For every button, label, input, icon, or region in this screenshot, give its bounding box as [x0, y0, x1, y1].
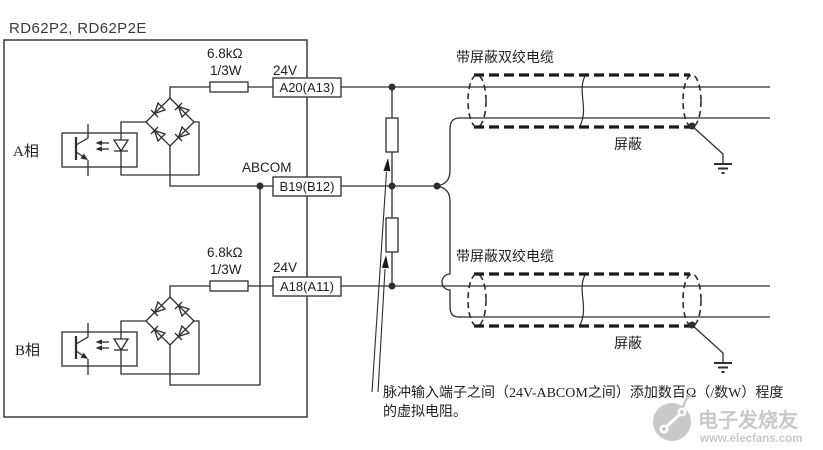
cable-b-label: 带屏蔽双绞电缆 [456, 248, 554, 265]
module-title: RD62P2, RD62P2E [9, 20, 147, 37]
phase-a-resistor-power: 1/3W [210, 63, 242, 78]
phase-b-resistor-power: 1/3W [210, 262, 242, 277]
phase-a-terminal-voltage: 24V [273, 63, 297, 78]
abcom-label: ABCOM [242, 160, 292, 175]
watermark-url: www.elecfans.com [699, 433, 802, 445]
note-arrowhead-2 [381, 255, 389, 269]
phase-b-label: B相 [15, 342, 40, 359]
phase-b-terminal-voltage: 24V [273, 260, 297, 275]
cable-a [339, 73, 772, 175]
watermark-name: 电子发烧友 [698, 408, 798, 432]
note-line-1: 脉冲输入端子之间（24V-ABCOM之间）添加数百Ω（/数W）程度 [383, 385, 783, 401]
cable-a-label: 带屏蔽双绞电缆 [456, 49, 554, 66]
note-arrowhead-1 [383, 158, 391, 172]
terminal-id-a20: A20(A13) [280, 80, 335, 95]
phase-a-resistor-value: 6.8kΩ [207, 46, 243, 61]
cable-b-shield-label: 屏蔽 [614, 336, 642, 352]
dummy-resistor-1 [385, 117, 399, 153]
junction-dot-abcom-1 [388, 182, 396, 190]
note-arrows [371, 158, 391, 393]
abcom-branch-up [436, 117, 461, 187]
terminal-id-b19: B19(B12) [280, 179, 335, 194]
note-line-2: 的虚拟电阻。 [383, 404, 467, 420]
abcom-internal-junction-dot [256, 182, 264, 190]
module-outline [3, 39, 308, 418]
phase-b-resistor-value: 6.8kΩ [207, 245, 243, 260]
junction-dot-abcom-2 [433, 182, 441, 190]
watermark-logo-icon [653, 394, 691, 441]
cable-b [339, 272, 772, 374]
watermark: 电子发烧友 www.elecfans.com [653, 394, 802, 445]
abcom-branch-down [436, 185, 461, 318]
phase-a-abcom-wire [169, 146, 273, 187]
dummy-resistor-2 [385, 217, 399, 253]
phase-b-circuit [60, 279, 275, 377]
cable-a-shield-label: 屏蔽 [614, 137, 642, 153]
phase-b-abcom-wire [169, 186, 261, 386]
terminal-id-a18: A18(A11) [280, 279, 334, 294]
phase-a-label: A相 [13, 143, 39, 160]
